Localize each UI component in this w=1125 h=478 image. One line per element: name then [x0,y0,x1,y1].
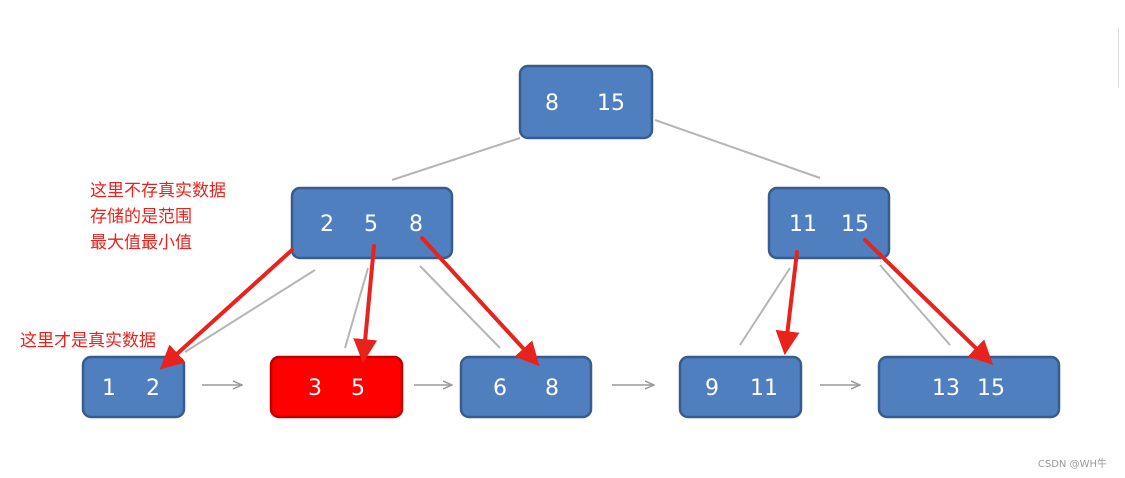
node-key: 5 [364,212,378,237]
connector-root-left [391,137,521,181]
tree-connectors [184,119,951,353]
node-key: 9 [705,376,719,401]
node-box-leaf-5 [877,355,1061,419]
connector-left-leaf2 [344,267,369,349]
pointer-arrow-11 [775,250,800,356]
node-key: 15 [977,376,1005,401]
node-key: 8 [545,91,559,116]
node-key: 2 [320,212,334,237]
pointer-arrow-2 [159,248,294,370]
node-key: 8 [409,212,423,237]
internal-node-note: 这里不存真实数据 存储的是范围 最大值最小值 [90,178,226,256]
connector-left-leaf1 [184,269,316,353]
leaf-node-note: 这里才是真实数据 [20,331,156,351]
connector-right-leaf4 [739,267,791,346]
tree-node-internal-right: 11 15 [767,186,891,260]
node-box-root [518,64,654,140]
node-box-leaf-3 [459,355,593,419]
pointer-arrow-8 [420,236,540,367]
internal-note-line-1: 这里不存真实数据 [90,181,226,201]
connector-left-leaf3 [419,265,501,349]
watermark: CSDN @WH牛 [1037,459,1107,470]
node-box-leaf-4 [678,355,803,419]
node-key: 11 [750,376,778,401]
node-key: 15 [841,212,869,237]
node-key: 1 [102,376,116,401]
connector-root-right [654,119,821,179]
pointer-arrows [159,236,994,370]
tree-node-root: 8 15 [518,64,654,140]
node-key: 8 [545,376,559,401]
tree-node-internal-left: 2 5 8 [290,186,454,260]
node-key: 3 [308,376,322,401]
pointer-arrow-15 [863,238,994,365]
node-key: 2 [146,376,160,401]
node-key: 11 [789,212,817,237]
tree-node-leaf-5: 13 15 [877,355,1061,419]
node-key: 13 [932,376,960,401]
node-box-leaf-2 [269,355,404,419]
node-key: 5 [351,376,365,401]
node-key: 6 [493,376,507,401]
node-box-leaf-1 [81,355,186,419]
tree-node-leaf-4: 9 11 [678,355,803,419]
internal-note-line-3: 最大值最小值 [90,233,192,253]
node-box-internal-right [767,186,891,260]
node-key: 15 [597,91,625,116]
page-edge [1118,28,1125,88]
internal-note-line-2: 存储的是范围 [90,207,192,227]
connector-right-leaf5 [879,264,951,346]
pointer-arrow-5 [353,244,378,364]
